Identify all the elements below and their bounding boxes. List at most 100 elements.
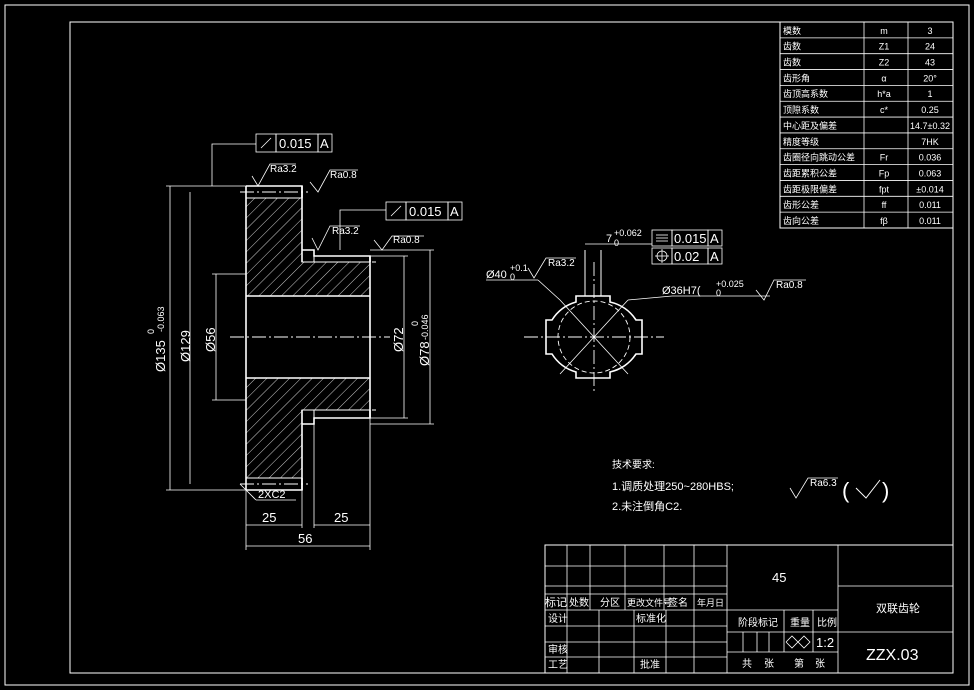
dim-w25a: 25 <box>262 510 276 525</box>
title-block: 标记 处数 分区 更改文件号 签名 年月日 设计 标准化 审核 工艺 批准 45… <box>544 544 954 674</box>
tech-line2: 2.未注倒角C2. <box>612 499 682 513</box>
param-value: 0.063 <box>919 168 942 178</box>
tb-sheets: 张 <box>764 658 774 670</box>
svg-text:Ra0.8: Ra0.8 <box>330 170 357 181</box>
param-symbol: fβ <box>880 216 888 226</box>
param-value: 0.011 <box>919 216 941 226</box>
param-label: 齿形公差 <box>783 199 819 210</box>
sym-value: 0.015 <box>674 231 707 246</box>
svg-text:Ra6.3: Ra6.3 <box>810 478 837 489</box>
tb-part-name: 双联齿轮 <box>876 601 920 615</box>
tb-weight: 重量 <box>790 616 810 629</box>
tb-h-zone: 分区 <box>600 597 620 609</box>
tb-standard: 标准化 <box>636 612 666 625</box>
svg-text:Ra3.2: Ra3.2 <box>332 226 359 237</box>
param-symbol: h*a <box>877 89 891 99</box>
param-value: ±0.014 <box>916 184 943 194</box>
param-value: 3 <box>927 26 932 36</box>
general-roughness: Ra6.3 ( ) <box>789 477 889 503</box>
tb-num: 第 <box>794 657 804 670</box>
param-symbol: Fr <box>880 153 889 163</box>
roughness-ra32-top: Ra3.2 <box>251 163 297 187</box>
param-value: 20° <box>923 73 937 83</box>
param-label: 齿向公差 <box>783 215 819 226</box>
param-value: 43 <box>925 58 935 68</box>
tb-h-sign: 签名 <box>668 596 688 609</box>
svg-text:Ra3.2: Ra3.2 <box>548 258 575 269</box>
tb-review: 审核 <box>548 643 568 656</box>
param-label: 齿顶高系数 <box>783 88 828 99</box>
tech-requirements: 技术要求: 1.调质处理250~280HBS; 2.未注倒角C2. <box>612 458 734 513</box>
tech-line1: 1.调质处理250~280HBS; <box>612 480 734 493</box>
param-value: 0.25 <box>921 105 939 115</box>
roughness-ra08-top: Ra0.8 <box>309 169 358 193</box>
dim-d135-tol-dn: -0.063 <box>156 306 166 332</box>
param-label: 齿距累积公差 <box>783 167 837 178</box>
param-label: 齿圈径向跳动公差 <box>783 152 855 163</box>
svg-text:): ) <box>882 478 889 503</box>
runout1-datum: A <box>320 136 329 151</box>
dim-d56: Ø56 <box>203 327 218 352</box>
roughness-ra08-mid: Ra0.8 <box>373 235 424 251</box>
chamfer-note: 2XC2 <box>258 489 286 501</box>
param-value: 14.7±0.32 <box>910 121 950 131</box>
tb-ratio: 比例 <box>817 616 837 629</box>
param-symbol: fpt <box>879 184 890 194</box>
end-view: 7 +0.062 0 0.015 A 0.02 A Ø40 +0.1 0 Ra3… <box>486 228 806 392</box>
tb-h-doc: 更改文件号 <box>627 597 672 608</box>
dim-key7-tol-dn: 0 <box>614 238 619 248</box>
dim-d72: Ø72 <box>391 327 406 352</box>
runout1-value: 0.015 <box>279 136 312 151</box>
param-label: 精度等级 <box>783 136 819 147</box>
section-hatch-upper <box>245 197 371 297</box>
tb-total: 共 <box>742 658 752 670</box>
tb-page: 张 <box>815 658 825 670</box>
tb-approve: 批准 <box>640 658 660 671</box>
dim-d135-tol-up: 0 <box>146 329 156 334</box>
dim-d40: Ø40 <box>486 269 507 281</box>
tb-h-count: 处数 <box>569 596 589 609</box>
dim-d36-tol-up: +0.025 <box>716 279 744 289</box>
param-label: 中心距及偏差 <box>783 120 837 131</box>
dim-w25b: 25 <box>334 510 348 525</box>
sym-datum: A <box>710 231 719 246</box>
dim-d135: Ø135 <box>153 340 168 372</box>
tb-design: 设计 <box>548 612 568 625</box>
tb-h-mark: 标记 <box>545 595 567 609</box>
pos-datum: A <box>710 249 719 264</box>
param-label: 顶隙系数 <box>783 104 819 115</box>
param-symbol: α <box>881 73 886 83</box>
dim-d78-tol-dn: -0.046 <box>420 314 430 340</box>
dim-key7: 7 <box>606 233 612 245</box>
runout2-datum: A <box>450 204 459 219</box>
section-hatch-lower <box>245 377 371 479</box>
tb-drawing-no: ZZX.03 <box>866 647 919 664</box>
section-view: Ø135 0 -0.063 Ø129 Ø56 Ø72 Ø78 0 -0.046 … <box>146 133 463 550</box>
svg-text:Ra0.8: Ra0.8 <box>776 280 803 291</box>
outer-border <box>4 4 970 686</box>
param-value: 0.011 <box>919 200 941 210</box>
param-symbol: Fp <box>879 168 890 178</box>
roughness-end-ra08: Ra0.8 <box>755 279 806 301</box>
dim-d78-tol-up: 0 <box>410 321 420 326</box>
param-value: 24 <box>925 42 935 52</box>
param-symbol: Z1 <box>879 42 890 52</box>
dim-d78: Ø78 <box>417 341 432 366</box>
param-symbol: Z2 <box>879 58 890 68</box>
param-label: 齿数 <box>783 41 801 52</box>
dim-d36: Ø36H7( <box>662 285 701 297</box>
dim-d40-tol-up: +0.1 <box>510 263 528 273</box>
inner-border <box>69 21 954 674</box>
param-symbol: m <box>880 26 888 36</box>
svg-text:Ra0.8: Ra0.8 <box>393 235 420 246</box>
tb-scale: 1:2 <box>816 635 834 650</box>
svg-text:(: ( <box>842 478 850 503</box>
tech-title: 技术要求: <box>612 458 655 471</box>
dim-d129: Ø129 <box>178 330 193 362</box>
param-label: 齿形角 <box>783 72 810 83</box>
tb-process: 工艺 <box>548 659 568 671</box>
dim-d36-tol-dn: 0 <box>716 288 721 298</box>
param-label: 齿数 <box>783 57 801 68</box>
